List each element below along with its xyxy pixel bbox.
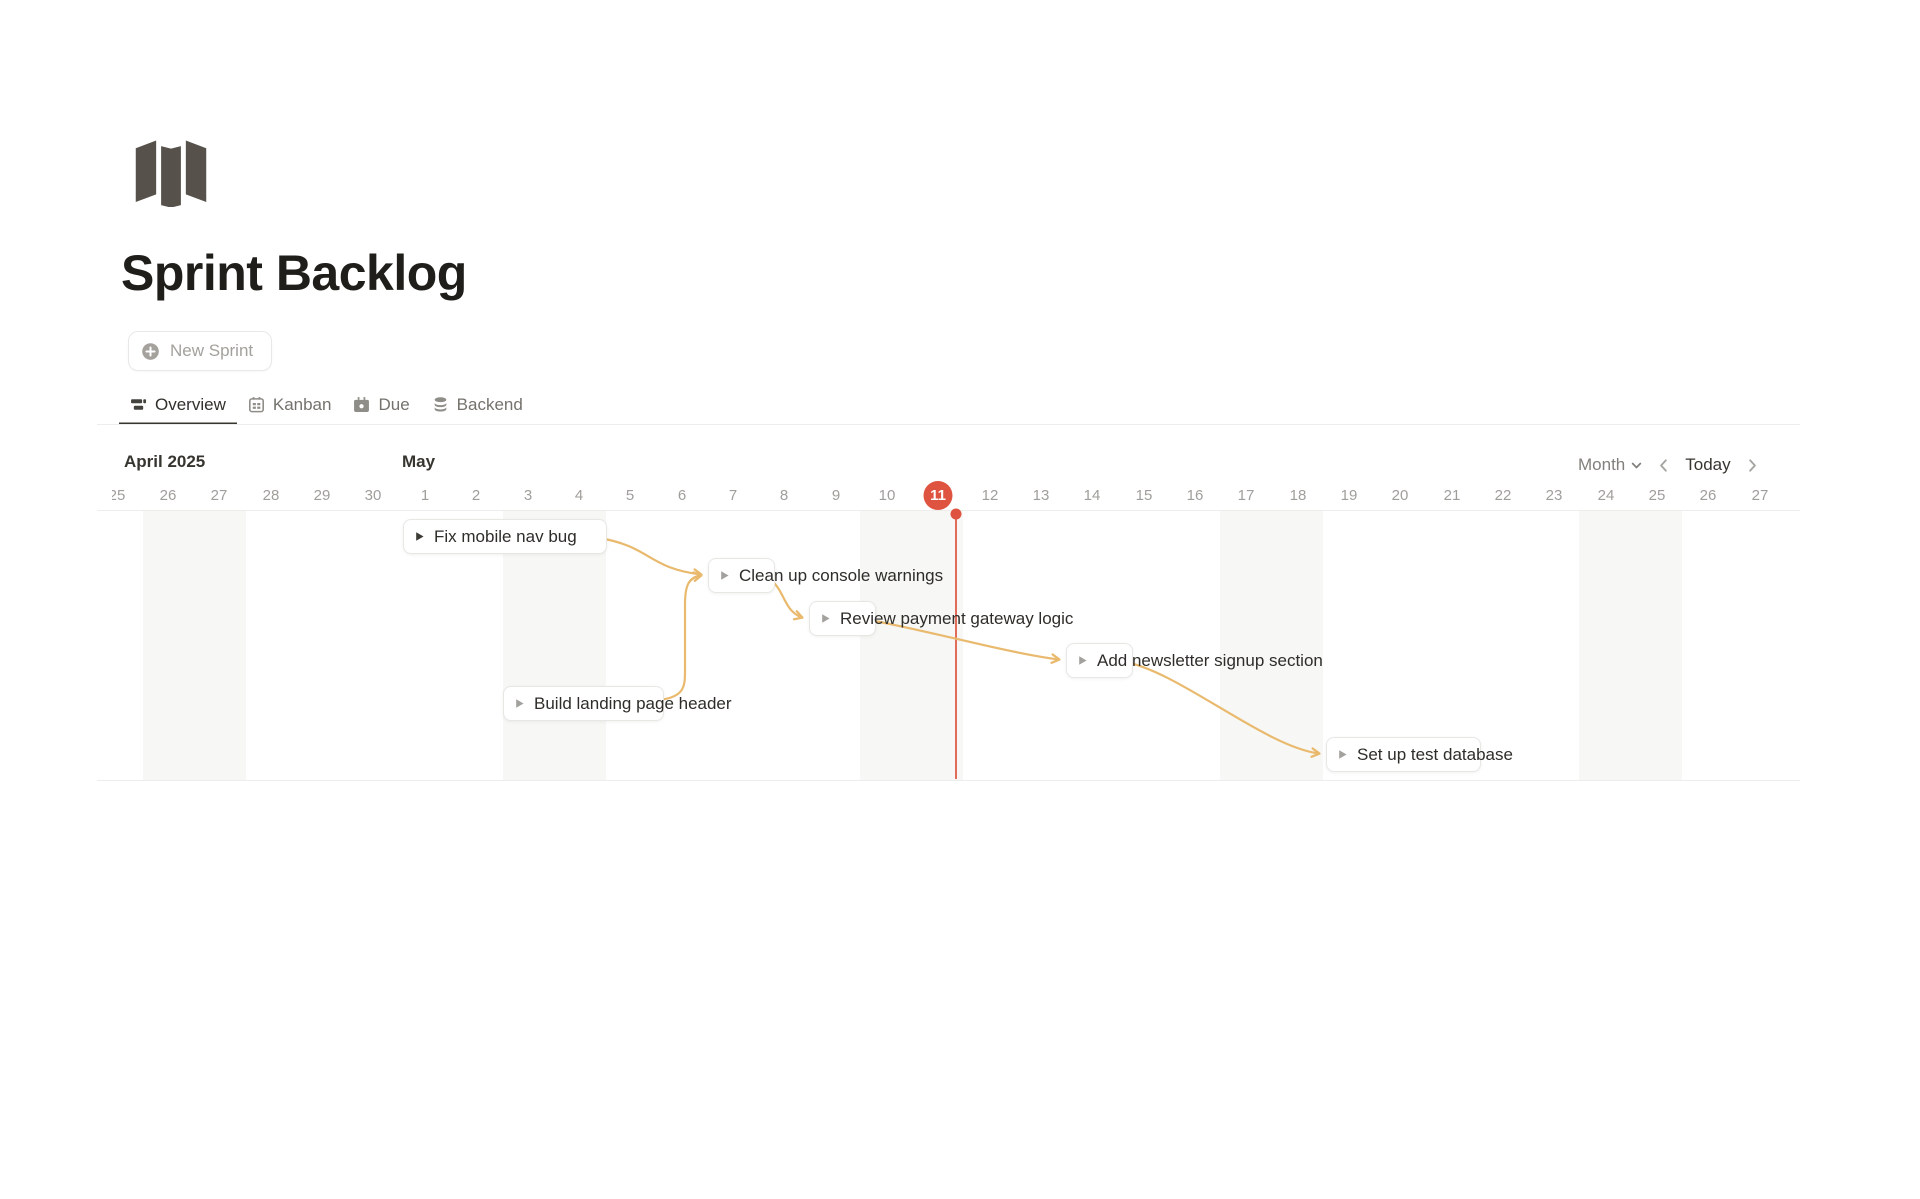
date-label: 25 <box>1648 487 1666 504</box>
timeline-controls: Month Today <box>1578 452 1758 478</box>
task-label: Build landing page header <box>534 693 732 713</box>
date-label: 8 <box>779 487 789 504</box>
date-label: 24 <box>1597 487 1615 504</box>
today-button[interactable]: Today <box>1685 455 1731 474</box>
chevron-down-icon <box>1631 460 1642 471</box>
timeline-view-icon <box>130 396 147 413</box>
due-calendar-icon <box>353 396 370 413</box>
month-scale-selector[interactable]: Month <box>1578 455 1642 475</box>
tab-label: Due <box>378 394 410 414</box>
timeline-body <box>97 511 1800 780</box>
weekend-band <box>1579 511 1682 780</box>
play-toggle-icon[interactable] <box>514 698 525 709</box>
tab-due[interactable]: Due <box>342 384 420 425</box>
date-label: 30 <box>364 487 382 504</box>
month-label: April 2025 <box>124 452 206 471</box>
play-toggle-icon[interactable] <box>820 613 831 624</box>
task-label: Set up test database <box>1357 744 1513 764</box>
tab-overview[interactable]: Overview <box>119 384 237 425</box>
tabs-divider <box>97 424 1800 425</box>
database-icon <box>432 396 449 413</box>
date-label: 20 <box>1391 487 1409 504</box>
date-label: 12 <box>981 487 999 504</box>
date-label: 9 <box>831 487 841 504</box>
task-label: Clean up console warnings <box>739 565 944 585</box>
date-label: 26 <box>159 487 177 504</box>
month-label: May <box>402 452 436 471</box>
tabs: Overview Kanban Due Backend <box>119 384 534 425</box>
weekend-band <box>860 511 963 780</box>
play-toggle-icon[interactable] <box>1337 749 1348 760</box>
task-card[interactable]: Set up test database <box>1326 737 1513 772</box>
date-label: 16 <box>1186 487 1204 504</box>
tab-label: Kanban <box>272 394 332 414</box>
prev-period-button[interactable] <box>1658 458 1669 472</box>
date-label: 26 <box>1699 487 1717 504</box>
chevron-right-icon <box>1748 458 1756 472</box>
date-label: 7 <box>728 487 738 504</box>
tab-backend[interactable]: Backend <box>421 384 534 425</box>
date-label: 19 <box>1340 487 1358 504</box>
date-label: 13 <box>1032 487 1050 504</box>
date-label: 2 <box>471 487 481 504</box>
task-card[interactable]: Add newsletter signup section <box>1066 643 1323 678</box>
date-label: 22 <box>1494 487 1512 504</box>
date-label: 25 <box>112 487 126 504</box>
tab-label: Overview <box>155 394 226 414</box>
kanban-calendar-icon <box>248 396 265 413</box>
map-icon[interactable] <box>128 139 214 208</box>
weekend-band <box>503 511 606 780</box>
play-toggle-icon[interactable] <box>1077 655 1088 666</box>
tab-label: Backend <box>456 394 523 414</box>
today-date-badge: 11 <box>923 481 953 510</box>
date-label: 15 <box>1135 487 1153 504</box>
play-toggle-icon[interactable] <box>414 531 425 542</box>
next-period-button[interactable] <box>1747 458 1758 472</box>
date-label: 17 <box>1237 487 1255 504</box>
plus-circle-icon <box>141 342 160 361</box>
task-card[interactable]: Build landing page header <box>503 686 732 721</box>
date-label: 10 <box>878 487 896 504</box>
timeline-top-border <box>97 510 1800 511</box>
date-label: 27 <box>210 487 228 504</box>
tab-kanban[interactable]: Kanban <box>237 384 343 425</box>
page-title: Sprint Backlog <box>121 245 467 301</box>
play-toggle-icon[interactable] <box>719 570 730 581</box>
date-label: 18 <box>1289 487 1307 504</box>
map-icon-graphic <box>135 140 207 208</box>
chevron-left-icon <box>1660 458 1668 472</box>
new-sprint-button[interactable]: New Sprint <box>128 331 273 371</box>
date-label: 14 <box>1083 487 1101 504</box>
task-card[interactable]: Clean up console warnings <box>708 558 943 593</box>
scale-label: Month <box>1578 455 1626 474</box>
date-label: 5 <box>625 487 635 504</box>
weekend-band <box>143 511 246 780</box>
date-label: 21 <box>1443 487 1461 504</box>
date-label: 1 <box>420 487 430 504</box>
date-label: 29 <box>313 487 331 504</box>
date-label: 3 <box>523 487 533 504</box>
date-label: 27 <box>1751 487 1769 504</box>
task-label: Fix mobile nav bug <box>434 526 577 546</box>
date-label: 28 <box>262 487 280 504</box>
timeline-bottom-border <box>97 780 1800 781</box>
new-sprint-label: New Sprint <box>170 341 254 360</box>
task-label: Review payment gateway logic <box>840 608 1074 628</box>
date-label: 6 <box>677 487 687 504</box>
weekend-band <box>1220 511 1323 780</box>
task-card[interactable]: Fix mobile nav bug <box>403 519 607 554</box>
date-label: 4 <box>574 487 584 504</box>
task-card[interactable]: Review payment gateway logic <box>809 601 1073 636</box>
task-label: Add newsletter signup section <box>1097 650 1323 670</box>
date-label: 23 <box>1545 487 1563 504</box>
